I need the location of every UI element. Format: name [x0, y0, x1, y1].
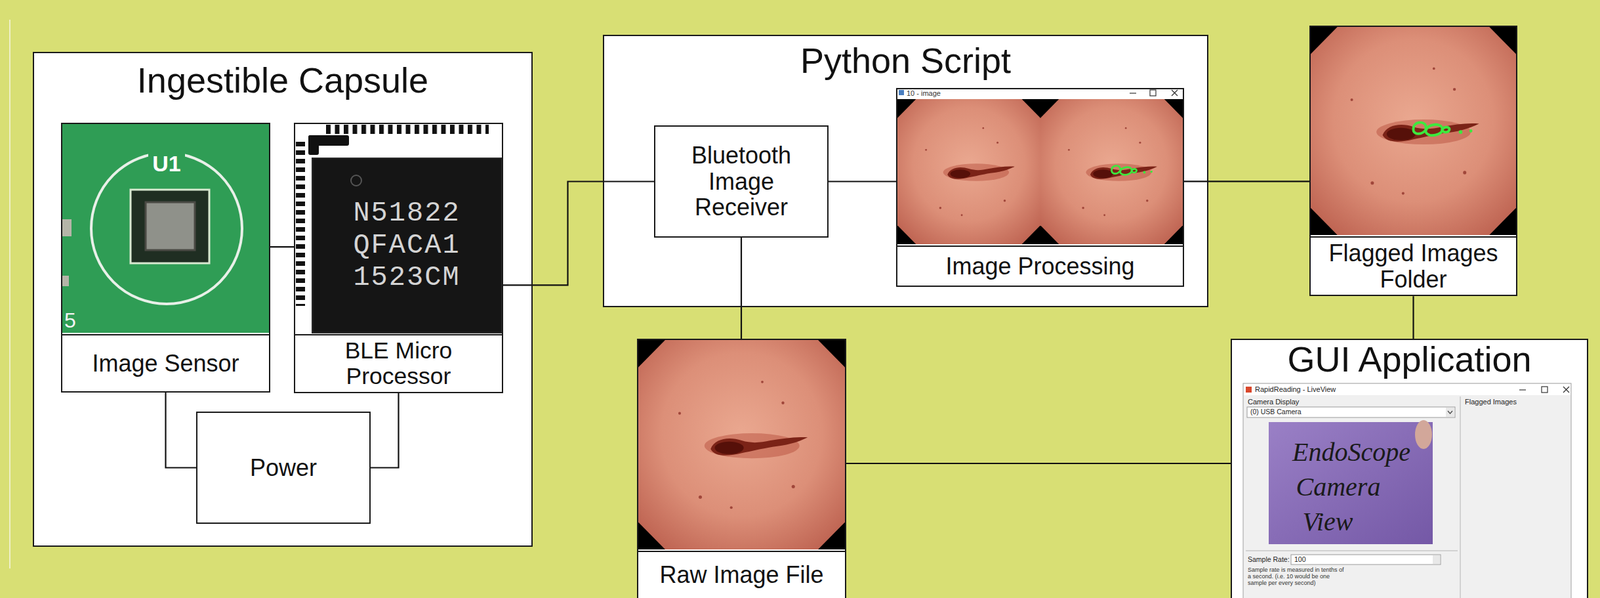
node-label: Raw Image File [659, 561, 824, 588]
handwritten-text: View [1245, 506, 1410, 537]
folder-panel: Flagged Images Folder [1309, 25, 1518, 296]
dropdown-value: (0) USB Camera [1250, 407, 1415, 416]
chip-marking: N51822 [321, 197, 493, 229]
connector-line [503, 181, 655, 286]
node-label: Bluetooth Image Receiver [675, 142, 807, 221]
help-text: Sample rate is measured in tenths of a s… [1247, 566, 1347, 587]
label-zone: Image Sensor [62, 333, 269, 391]
connector-line [370, 392, 399, 468]
input-value: 100 [1294, 554, 1334, 563]
field-label: Camera Display [1247, 397, 1379, 407]
connector-line [740, 237, 742, 339]
group-title: GUI Application [1231, 339, 1587, 379]
script-group: Python ScriptBluetooth Image ReceiverIma… [602, 34, 1209, 308]
group-title: Ingestible Capsule [34, 61, 532, 100]
node-label: Flagged Images Folder [1315, 240, 1511, 292]
field-label: Sample Rate: [1247, 554, 1290, 563]
group-title: Python Script [604, 41, 1208, 81]
panel-label: Flagged Images [1464, 397, 1564, 407]
node-label: BLE Micro Processor [300, 337, 497, 390]
silkscreen-label: U1 [143, 150, 190, 177]
silkscreen-label: 5 [64, 308, 84, 333]
window-title: 10 - image [906, 89, 1038, 98]
connector-line [270, 246, 294, 248]
connector-line [1412, 295, 1414, 339]
connector-line [1184, 180, 1310, 182]
label-zone: Flagged Images Folder [1310, 236, 1517, 295]
power-box: Power [196, 411, 371, 524]
node-label: Power [249, 454, 317, 481]
processing-panel: Image Processing [896, 87, 1185, 287]
receiver-box: Bluetooth Image Receiver [654, 125, 829, 238]
handwritten-text: EndoScope [1269, 436, 1434, 468]
file-panel: Raw Image File [636, 338, 847, 598]
connector-line [846, 462, 1231, 464]
node-label: Image Processing [945, 253, 1135, 280]
chip-marking: 1523CM [321, 261, 493, 294]
window-title: RapidReading - LiveView [1254, 385, 1419, 394]
label-zone: Raw Image File [638, 550, 845, 598]
handwritten-text: Camera [1256, 471, 1421, 502]
label-zone: Image Processing [897, 245, 1183, 286]
connector-line [828, 180, 897, 182]
connector-line [165, 392, 197, 468]
label-zone: BLE Micro Processor [295, 333, 502, 392]
chip-marking: QFACA1 [321, 229, 493, 262]
capsule-group: Ingestible CapsuleImage Sensor BLE Micro … [32, 51, 533, 547]
node-label: Image Sensor [91, 350, 239, 377]
